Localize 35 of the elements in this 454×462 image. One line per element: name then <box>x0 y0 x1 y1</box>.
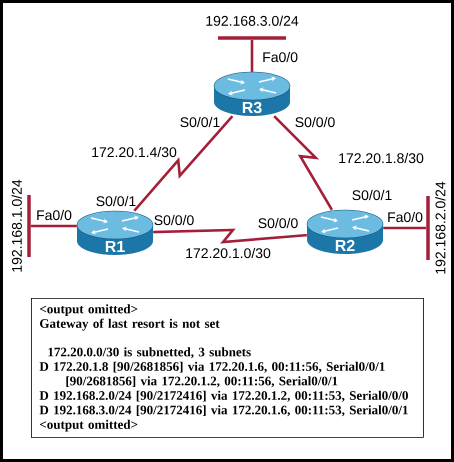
interface-label: S0/0/0 <box>154 214 194 226</box>
edge-label: Fa0/0 <box>261 50 299 64</box>
interface-label: S0/0/0 <box>258 218 298 228</box>
connection-line <box>250 40 254 72</box>
connection-line <box>30 224 77 228</box>
console-line: D 172.20.1.8 [90/2681856] via 172.20.1.6, 00:11:56, Serial0/0/1 <box>40 362 385 373</box>
serial-link <box>273 115 334 210</box>
console-line: D 192.168.3.0/24 [90/2172416] via 172.20.1.6, 00:11:53, Serial0/0/1 <box>40 405 408 416</box>
console-line: D 192.168.2.0/24 [90/2172416] via 172.20.1.2, 00:11:53, Serial0/0/0 <box>40 390 408 402</box>
interface-label: S0/0/1 <box>96 196 136 206</box>
node-label: R3 <box>242 102 262 114</box>
edge-label: 172.20.1.4/30 <box>90 146 178 158</box>
interface-label: S0/0/0 <box>295 116 335 128</box>
console-line: Gateway of last resort is not set <box>40 318 220 331</box>
interface-label: S0/0/1 <box>180 116 220 128</box>
serial-link <box>133 115 234 212</box>
serial-link <box>153 228 307 244</box>
edge-label: 172.20.1.0/30 <box>184 246 272 260</box>
edge-label: Fa0/0 <box>386 210 424 224</box>
console-line: <output omitted> <box>40 420 138 432</box>
edge-label: Fa0/0 <box>35 208 73 222</box>
console-line: <output omitted> <box>40 304 138 316</box>
network-label: 192.168.1.0/24 <box>12 180 22 272</box>
edge-label: 172.20.1.8/30 <box>337 152 425 164</box>
router: R2 <box>306 210 384 254</box>
output-box <box>31 298 424 438</box>
node-label: R2 <box>336 240 355 251</box>
router: R3 <box>214 72 290 116</box>
console-line: [90/2681856] via 172.20.1.2, 00:11:56, Serial0/0/1 <box>66 376 338 388</box>
console-line: 172.20.0.0/30 is subnetted, 3 subnets <box>48 347 251 358</box>
network-label: 192.168.2.0/24 <box>435 182 446 274</box>
network-label: 192.168.3.0/24 <box>206 16 298 26</box>
connection-line <box>383 226 426 230</box>
router: R1 <box>76 210 154 255</box>
interface-label: S0/0/1 <box>352 190 392 200</box>
